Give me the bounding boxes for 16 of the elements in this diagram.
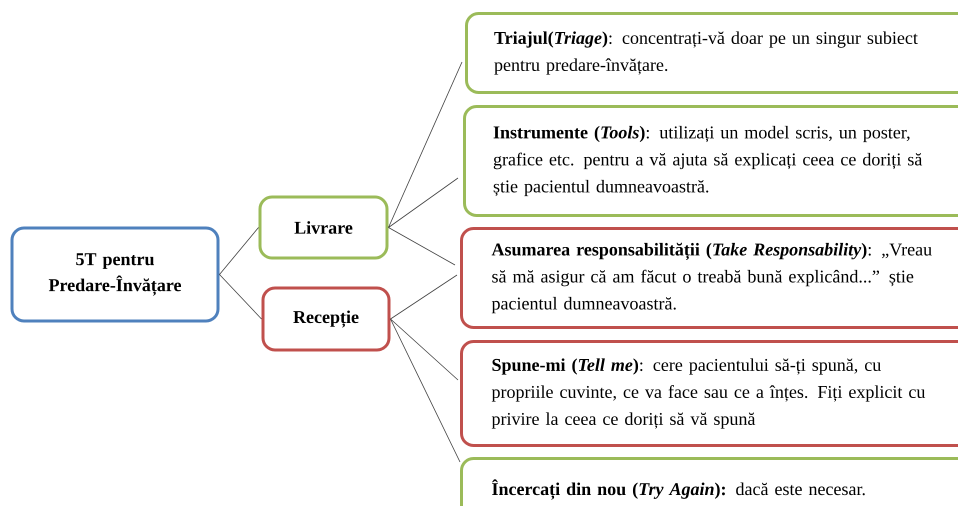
step-box: Asumarea responsabilității (Take Responsability): „Vreau să mă asigur că am făcut o treabă bună explicând...” știe pacientul dumneavoastră. [460,227,958,329]
connector-line [390,274,458,320]
step-box: Instrumente (Tools): utilizați un model scris, un poster, grafice etc. pentru a vă ajuta să explicați ceea ce doriți să știe pacientul dumneavoastră. [463,105,958,217]
connector-line [390,318,458,380]
connector-line [388,178,458,228]
topic-box: 5T pentru Predare-Învățare [10,226,220,322]
connector-line [388,62,462,228]
step-box: Spune-mi (Tell me): cere pacientului să-ți spună, cu propriile cuvinte, ce va face sau ce a înțes. Fiți explicit cu privire la ceea ce doriți să vă spună [460,340,958,447]
branch-box: Livrare [258,196,388,260]
step-box: Triajul(Triage): concentrați-vă doar pe un singur subiect pentru predare-învățare. [465,12,958,94]
branch-box: Recepție [262,286,390,352]
connector-line [388,227,456,266]
step-box: Încercați din nou (Try Again): dacă este necesar. [460,457,958,506]
connector-line [390,318,460,462]
connector-line [219,274,262,320]
connector-line [219,227,259,275]
